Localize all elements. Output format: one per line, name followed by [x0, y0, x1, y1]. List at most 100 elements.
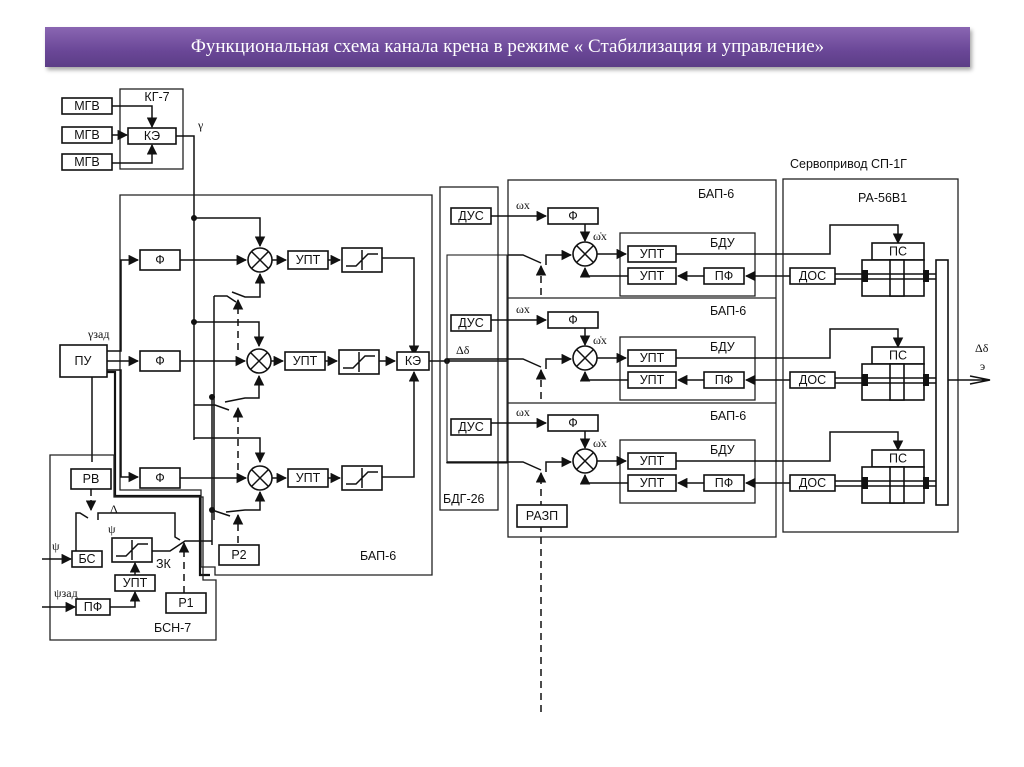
gamma-zad-symbol: γзад [87, 327, 109, 341]
dus-block-2: ДУС [450, 314, 492, 332]
svg-text:ПФ: ПФ [84, 600, 103, 614]
bdg26-frame [439, 186, 499, 511]
upt-fwd-ch2-label: УПТ [640, 351, 665, 365]
pf-block-ch3-label: ПФ [715, 476, 734, 490]
mgv-block-2: МГВ [61, 126, 113, 144]
f-block-ch1 [547, 207, 599, 225]
bdu-label-ch2: БДУ [710, 340, 735, 354]
kg7-label: КГ-7 [144, 90, 169, 104]
dos-block-ch1-label: ДОС [799, 269, 826, 283]
summer-row3 [247, 465, 273, 491]
pf-block-ch2-label: ПФ [715, 373, 734, 387]
ke-block-kg7: КЭ [127, 127, 177, 145]
rv-block: РВ [70, 468, 112, 490]
bdg26-label: БДГ-26 [443, 492, 485, 506]
f-block-ch3-label: Ф [568, 416, 578, 430]
f-block-ch2-label: Ф [568, 313, 578, 327]
delta-symbol: Δ [110, 502, 118, 516]
bap6-label-2: БАП-6 [710, 304, 746, 318]
upt-block-bsn7: УПТ [114, 574, 156, 592]
upt-fwd-ch1-label: УПТ [640, 247, 665, 261]
omega-x-dot-symbol-1: ω̇x [593, 229, 607, 243]
razp-block [516, 504, 568, 528]
summer-row2 [246, 348, 272, 374]
psi-zad-symbol: ψзад [54, 586, 78, 600]
bs-block: БС [71, 550, 103, 568]
svg-text:МГВ: МГВ [74, 155, 100, 169]
svg-text:КЭ: КЭ [144, 129, 160, 143]
svg-text:УПТ: УПТ [296, 471, 321, 485]
bap6-left-label: БАП-6 [360, 549, 396, 563]
svg-text:Ф: Ф [155, 253, 165, 267]
svg-text:КЭ: КЭ [405, 354, 421, 368]
razp-label: РАЗП [526, 509, 558, 523]
svg-text:ДУС: ДУС [458, 420, 484, 434]
dos-block-ch2 [789, 371, 836, 389]
svg-text:Ф: Ф [155, 354, 165, 368]
omega-x-symbol-3: ωx [516, 405, 530, 419]
pu-block: ПУ [59, 344, 108, 378]
f-block-row1: Ф [139, 249, 181, 271]
ps-block-ch2-label: ПС [889, 349, 907, 363]
ps-block-ch1-label: ПС [889, 245, 907, 259]
servo-label: Сервопривод СП-1Г [790, 157, 907, 171]
bdu-frame-ch3 [619, 439, 756, 504]
ra56-label: РА-56В1 [858, 191, 907, 205]
pf-block-bsn7: ПФ [75, 598, 111, 616]
bsn7-label: БСН-7 [154, 621, 191, 635]
limiter-row1 [341, 247, 383, 273]
dos-block-ch3 [789, 474, 836, 492]
limiter-bsn7 [111, 537, 153, 563]
gamma-symbol: γ [197, 118, 204, 132]
ps-block-ch3-label: ПС [889, 452, 907, 466]
svg-text:МГВ: МГВ [74, 128, 100, 142]
d-delta-output-symbol: Δδ [975, 341, 989, 355]
bdu-label-ch3: БДУ [710, 443, 735, 457]
upt-fwd-ch3-label: УПТ [640, 454, 665, 468]
mgv-block-1: МГВ [61, 97, 113, 115]
ke-block-bap: КЭ [396, 351, 430, 371]
omega-x-symbol-1: ωx [516, 198, 530, 212]
upt-block-row2: УПТ [284, 351, 326, 371]
svg-text:РВ: РВ [83, 472, 100, 486]
dus-block-3: ДУС [450, 418, 492, 436]
f-block-ch2 [547, 311, 599, 329]
bap6-label-3: БАП-6 [710, 409, 746, 423]
pf-block-ch1-label: ПФ [715, 269, 734, 283]
svg-text:ПУ: ПУ [75, 354, 92, 368]
omega-x-dot-symbol-3: ω̇x [593, 436, 607, 450]
svg-text:МГВ: МГВ [74, 99, 100, 113]
bdu-frame-ch2 [619, 336, 756, 401]
output-rod [935, 259, 949, 506]
f-block-row2: Ф [139, 350, 181, 372]
summer-row1 [247, 247, 273, 273]
omega-x-symbol-2: ωx [516, 302, 530, 316]
limiter-row3 [341, 465, 383, 491]
svg-text:БС: БС [78, 552, 95, 566]
svg-text:УПТ: УПТ [293, 354, 318, 368]
svg-text:Р1: Р1 [178, 596, 193, 610]
mgv-block-3: МГВ [61, 153, 113, 171]
dos-block-ch3-label: ДОС [799, 476, 826, 490]
upt-fb-ch3-label: УПТ [640, 476, 665, 490]
dos-block-ch1 [789, 267, 836, 285]
psi-symbol: ψ [52, 539, 60, 553]
upt-block-row1: УПТ [287, 250, 329, 270]
zk-label: ЗК [156, 557, 172, 571]
svg-text:ДУС: ДУС [458, 316, 484, 330]
r2-block: Р2 [218, 544, 260, 566]
kg7-frame [119, 88, 184, 170]
page-title: Функциональная схема канала крена в режи… [190, 36, 825, 57]
d-delta-e-symbol: э [980, 359, 985, 373]
bsn7-frame [49, 454, 217, 641]
f-block-ch1-label: Ф [568, 209, 578, 223]
svg-text:ДУС: ДУС [458, 209, 484, 223]
svg-text:УПТ: УПТ [123, 576, 148, 590]
servo-frame [782, 178, 959, 533]
title-bar: Функциональная схема канала крена в режи… [45, 27, 970, 67]
upt-block-row3: УПТ [287, 468, 329, 488]
svg-text:Ф: Ф [155, 471, 165, 485]
bdu-label-ch1: БДУ [710, 236, 735, 250]
f-block-ch3 [547, 414, 599, 432]
